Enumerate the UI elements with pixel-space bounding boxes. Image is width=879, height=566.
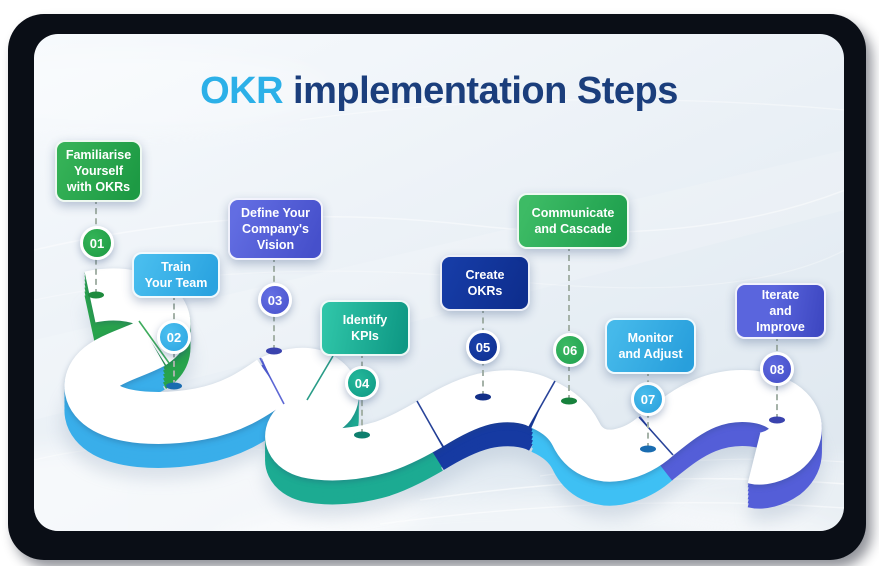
step3-box: Define Your Company's Vision	[228, 198, 323, 260]
step6-box: Communicate and Cascade	[517, 193, 629, 249]
step4-badge: 04	[345, 366, 379, 400]
step6-number: 06	[563, 343, 577, 358]
step4-number: 04	[355, 376, 369, 391]
step3-badge: 03	[258, 283, 292, 317]
step5-dot	[475, 394, 491, 401]
step4-dot	[354, 432, 370, 439]
step4-label: Identify KPIs	[343, 312, 387, 344]
step2-box: Train Your Team	[132, 252, 220, 298]
step5-label: Create OKRs	[466, 267, 505, 299]
step6-badge: 06	[553, 333, 587, 367]
step1-label: Familiarise Yourself with OKRs	[66, 147, 131, 195]
step3-label: Define Your Company's Vision	[241, 205, 310, 253]
step5-box: Create OKRs	[440, 255, 530, 311]
title-rest: implementation Steps	[293, 70, 678, 112]
page-title: OKRimplementation Steps	[34, 70, 844, 113]
step8-label: Iterate and Improve	[756, 287, 805, 335]
step7-badge: 07	[631, 382, 665, 416]
step8-box: Iterate and Improve	[735, 283, 826, 339]
step1-number: 01	[90, 236, 104, 251]
step1-dot	[88, 292, 104, 299]
step8-badge: 08	[760, 352, 794, 386]
step7-box: Monitor and Adjust	[605, 318, 696, 374]
step3-number: 03	[268, 293, 282, 308]
step4-box: Identify KPIs	[320, 300, 410, 356]
step2-label: Train Your Team	[145, 259, 208, 291]
step8-number: 08	[770, 362, 784, 377]
step7-number: 07	[641, 392, 655, 407]
step5-badge: 05	[466, 330, 500, 364]
step3-dot	[266, 348, 282, 355]
step7-label: Monitor and Adjust	[618, 330, 682, 362]
step2-number: 02	[167, 330, 181, 345]
step1-badge: 01	[80, 226, 114, 260]
step6-dot	[561, 398, 577, 405]
step7-dot	[640, 446, 656, 453]
road-segment-indigo	[272, 374, 320, 381]
step1-box: Familiarise Yourself with OKRs	[55, 140, 142, 202]
step2-dot	[166, 383, 182, 390]
road-segment-navy	[430, 396, 542, 424]
step5-number: 05	[476, 340, 490, 355]
step2-badge: 02	[157, 320, 191, 354]
title-highlight: OKR	[200, 70, 283, 112]
step8-dot	[769, 417, 785, 424]
step6-connector	[568, 245, 570, 401]
step6-label: Communicate and Cascade	[532, 205, 615, 237]
